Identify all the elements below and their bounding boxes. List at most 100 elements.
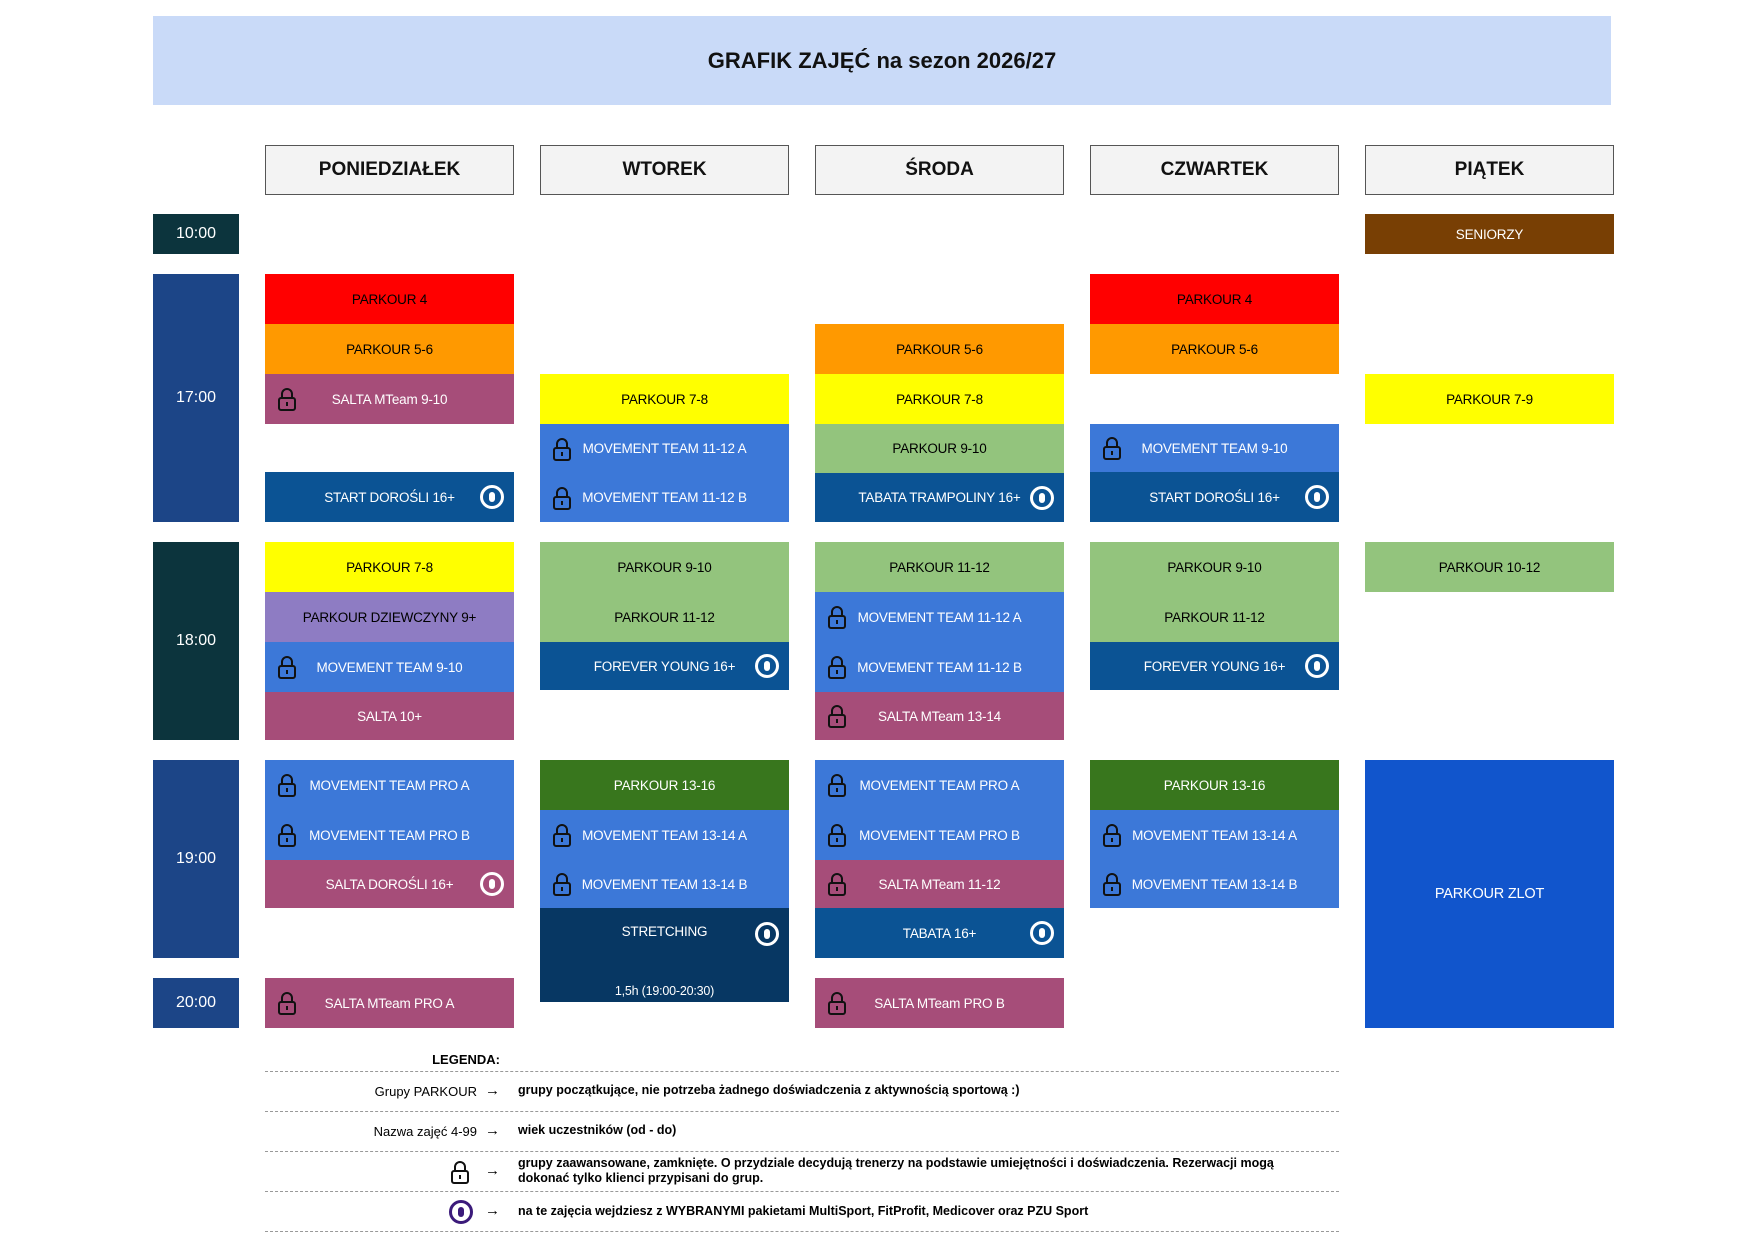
class-block[interactable]: MOVEMENT TEAM 11-12 B — [815, 642, 1064, 692]
class-block[interactable]: PARKOUR 7-8 — [815, 374, 1064, 424]
class-name: PARKOUR 7-8 — [621, 391, 708, 407]
class-block[interactable]: PARKOUR 11-12 — [1090, 592, 1339, 642]
lock-icon — [827, 872, 847, 896]
class-block[interactable]: SALTA MTeam 13-14 — [815, 692, 1064, 740]
class-name: MOVEMENT TEAM PRO A — [859, 777, 1020, 793]
class-block[interactable]: MOVEMENT TEAM 9-10 — [1090, 424, 1339, 472]
class-name: PARKOUR 9-10 — [617, 559, 712, 575]
class-block[interactable]: SALTA MTeam PRO A — [265, 978, 514, 1028]
lock-icon — [1102, 436, 1122, 460]
class-block[interactable]: MOVEMENT TEAM 9-10 — [265, 642, 514, 692]
lock-icon — [827, 773, 847, 797]
class-block[interactable]: SALTA DOROŚLI 16+ — [265, 860, 514, 908]
class-block[interactable]: TABATA TRAMPOLINY 16+ — [815, 473, 1064, 522]
class-block[interactable]: PARKOUR 13-16 — [540, 760, 789, 810]
time-slot-2000: 20:00 — [153, 978, 239, 1028]
class-name: PARKOUR 5-6 — [896, 341, 983, 357]
class-name: PARKOUR 11-12 — [889, 559, 990, 575]
multisport-icon — [1305, 654, 1329, 678]
lock-icon — [450, 1160, 470, 1184]
class-block[interactable]: MOVEMENT TEAM 13-14 B — [540, 860, 789, 908]
lock-icon — [552, 872, 572, 896]
legend-label: Grupy PARKOUR — [374, 1084, 477, 1099]
class-block[interactable]: FOREVER YOUNG 16+ — [540, 642, 789, 690]
class-block[interactable]: PARKOUR 13-16 — [1090, 760, 1339, 810]
class-block[interactable]: PARKOUR 9-10 — [1090, 542, 1339, 592]
class-block[interactable]: MOVEMENT TEAM 13-14 B — [1090, 860, 1339, 908]
class-block[interactable]: MOVEMENT TEAM PRO A — [815, 760, 1064, 810]
class-block[interactable]: MOVEMENT TEAM PRO A — [265, 760, 514, 810]
class-block[interactable]: PARKOUR 11-12 — [540, 592, 789, 642]
lock-icon — [552, 486, 572, 510]
class-name: SALTA 10+ — [357, 708, 422, 724]
class-block[interactable]: SALTA MTeam 9-10 — [265, 374, 514, 424]
legend-row: → grupy zaawansowane, zamknięte. O przyd… — [265, 1152, 1339, 1192]
class-name: SALTA MTeam PRO A — [324, 995, 455, 1011]
class-name: MOVEMENT TEAM PRO A — [309, 777, 470, 793]
class-block[interactable]: PARKOUR 7-8 — [540, 374, 789, 424]
class-block[interactable]: PARKOUR 9-10 — [540, 542, 789, 592]
class-name: PARKOUR ZLOT — [1434, 886, 1545, 902]
class-name: PARKOUR 11-12 — [1164, 609, 1265, 625]
class-block[interactable]: TABATA 16+ — [815, 908, 1064, 958]
class-block[interactable]: MOVEMENT TEAM 11-12 A — [815, 592, 1064, 642]
day-header-tuesday: WTOREK — [540, 145, 789, 195]
class-block[interactable]: MOVEMENT TEAM 11-12 B — [540, 473, 789, 522]
class-name: PARKOUR 7-8 — [346, 559, 433, 575]
legend-label: Nazwa zajęć 4-99 — [373, 1124, 477, 1139]
class-block[interactable]: MOVEMENT TEAM 13-14 A — [1090, 810, 1339, 860]
class-block[interactable]: MOVEMENT TEAM 13-14 A — [540, 810, 789, 860]
lock-icon — [552, 823, 572, 847]
arrow-icon: → — [485, 1202, 500, 1219]
lock-icon — [827, 991, 847, 1015]
class-duration: 1,5h (19:00-20:30) — [614, 984, 715, 998]
class-name: PARKOUR 9-10 — [1167, 559, 1262, 575]
class-block[interactable]: SALTA MTeam 11-12 — [815, 860, 1064, 908]
lock-icon — [827, 605, 847, 629]
time-slot-1700: 17:00 — [153, 274, 239, 522]
class-name: PARKOUR 13-16 — [1163, 777, 1266, 793]
class-block[interactable]: PARKOUR 5-6 — [265, 324, 514, 374]
time-slot-1800: 18:00 — [153, 542, 239, 740]
class-name: SENIORZY — [1455, 226, 1524, 242]
class-block[interactable]: PARKOUR 5-6 — [1090, 324, 1339, 374]
class-block[interactable]: SALTA MTeam PRO B — [815, 978, 1064, 1028]
class-block[interactable]: PARKOUR 10-12 — [1365, 542, 1614, 592]
class-name: PARKOUR 7-8 — [896, 391, 983, 407]
class-block[interactable]: SALTA 10+ — [265, 692, 514, 740]
class-block[interactable]: PARKOUR 7-9 — [1365, 374, 1614, 424]
class-name: SALTA MTeam PRO B — [874, 995, 1005, 1011]
multisport-icon — [755, 922, 779, 946]
class-name: MOVEMENT TEAM 13-14 A — [582, 827, 747, 843]
time-slot-1900: 19:00 — [153, 760, 239, 958]
class-block[interactable]: PARKOUR 7-8 — [265, 542, 514, 592]
multisport-icon — [1305, 485, 1329, 509]
class-block[interactable]: PARKOUR 11-12 — [815, 542, 1064, 592]
lock-icon — [277, 773, 297, 797]
class-block[interactable]: MOVEMENT TEAM 11-12 A — [540, 424, 789, 473]
class-block[interactable]: FOREVER YOUNG 16+ — [1090, 642, 1339, 690]
legend-text: grupy zaawansowane, zamknięte. O przydzi… — [518, 1156, 1274, 1185]
class-name: PARKOUR DZIEWCZYNY 9+ — [302, 609, 477, 625]
class-block[interactable]: MOVEMENT TEAM PRO B — [265, 810, 514, 860]
class-block[interactable]: STRETCHING 1,5h (19:00-20:30) — [540, 908, 789, 1002]
class-name: MOVEMENT TEAM 9-10 — [1141, 440, 1288, 456]
class-block[interactable]: PARKOUR 4 — [265, 274, 514, 324]
class-block[interactable]: PARKOUR ZLOT — [1365, 760, 1614, 1028]
class-block[interactable]: PARKOUR 5-6 — [815, 324, 1064, 374]
lock-icon — [827, 655, 847, 679]
class-block[interactable]: START DOROŚLI 16+ — [1090, 472, 1339, 522]
class-block[interactable]: SENIORZY — [1365, 214, 1614, 254]
class-name: PARKOUR 7-9 — [1446, 391, 1533, 407]
arrow-icon: → — [485, 1122, 500, 1139]
class-name: PARKOUR 10-12 — [1438, 559, 1541, 575]
class-block[interactable]: START DOROŚLI 16+ — [265, 472, 514, 522]
class-block[interactable]: PARKOUR 9-10 — [815, 424, 1064, 473]
class-name: START DOROŚLI 16+ — [1149, 489, 1280, 505]
class-block[interactable]: MOVEMENT TEAM PRO B — [815, 810, 1064, 860]
class-block[interactable]: PARKOUR DZIEWCZYNY 9+ — [265, 592, 514, 642]
legend-row: Grupy PARKOUR → grupy początkujące, nie … — [265, 1072, 1339, 1112]
class-name: MOVEMENT TEAM 9-10 — [316, 659, 463, 675]
class-block[interactable]: PARKOUR 4 — [1090, 274, 1339, 324]
class-name: MOVEMENT TEAM 11-12 B — [857, 659, 1022, 675]
